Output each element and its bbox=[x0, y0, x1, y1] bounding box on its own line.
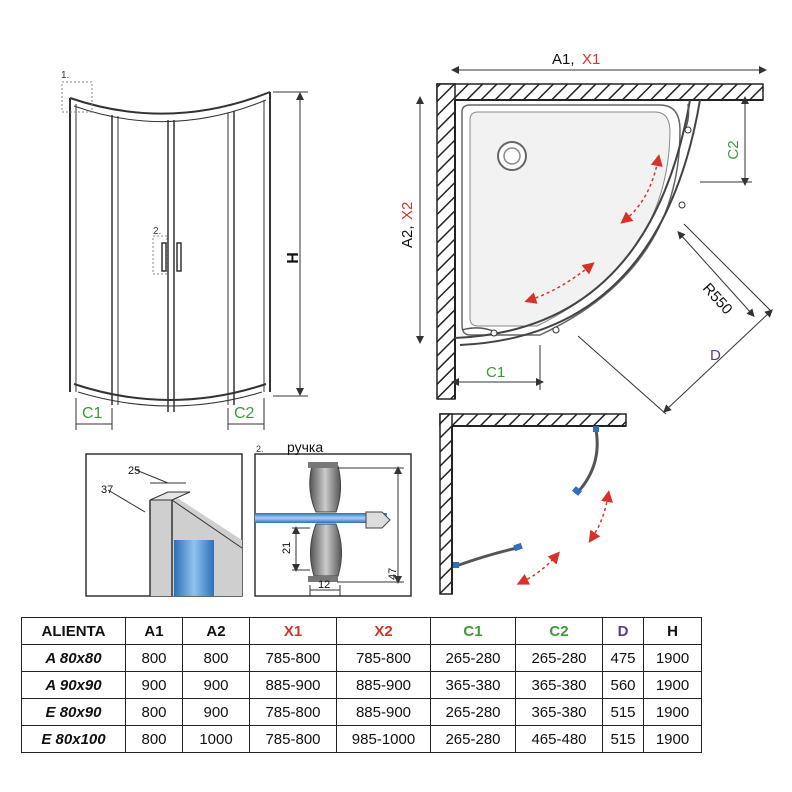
cell-a2: 1000 bbox=[182, 725, 250, 753]
dim-25: 25 bbox=[128, 465, 140, 477]
cell-model: E 80x90 bbox=[21, 698, 126, 726]
cell-a1: 800 bbox=[125, 644, 183, 672]
cell-a2: 900 bbox=[182, 671, 250, 699]
cell-x2: 885-900 bbox=[336, 698, 431, 726]
col-header-c1: C1 bbox=[430, 617, 516, 645]
callout-2: 2. bbox=[153, 226, 161, 237]
dim-21: 21 bbox=[281, 542, 293, 554]
technical-drawing: 1. 2. H C1 C2 A1, X1 bbox=[61, 51, 773, 597]
cell-c2: 465-480 bbox=[515, 725, 603, 753]
cell-c1: 265-280 bbox=[430, 725, 516, 753]
c1-label-plan: C1 bbox=[486, 364, 505, 381]
detail-1-profile: 25 37 bbox=[85, 453, 243, 597]
a2-label: A2, bbox=[399, 225, 416, 248]
c1-label-front: C1 bbox=[82, 405, 103, 422]
col-header-h: H bbox=[643, 617, 702, 645]
table-row: E 80x100 800 1000 785-800 985-1000 265-2… bbox=[21, 725, 702, 753]
dim-47: 47 bbox=[387, 568, 399, 580]
col-header-c2: C2 bbox=[515, 617, 603, 645]
c2-label-plan: C2 bbox=[725, 140, 742, 159]
cell-d: 475 bbox=[602, 644, 644, 672]
cell-d: 560 bbox=[602, 671, 644, 699]
cell-c2: 265-280 bbox=[515, 644, 603, 672]
specs-table-wrap: ALIENTA A1 A2 X1 X2 C1 C2 D H A 80x80 80… bbox=[21, 617, 702, 753]
cell-h: 1900 bbox=[643, 644, 702, 672]
col-header-x2: X2 bbox=[336, 617, 431, 645]
cell-model: A 90x90 bbox=[21, 671, 126, 699]
cell-a2: 900 bbox=[182, 698, 250, 726]
door-handle-right bbox=[176, 242, 182, 272]
specs-table: ALIENTA A1 A2 X1 X2 C1 C2 D H A 80x80 80… bbox=[21, 617, 702, 753]
dim-12: 12 bbox=[318, 579, 330, 591]
cell-x1: 785-800 bbox=[249, 725, 337, 753]
callout-1: 1. bbox=[61, 70, 69, 81]
cell-x2: 985-1000 bbox=[336, 725, 431, 753]
diagonal-label: D bbox=[710, 347, 721, 364]
door-handle-left bbox=[161, 242, 167, 272]
dim-37: 37 bbox=[101, 484, 113, 496]
x2-label: X2 bbox=[399, 202, 416, 220]
cell-h: 1900 bbox=[643, 698, 702, 726]
cell-c2: 365-380 bbox=[515, 671, 603, 699]
col-header-a2: A2 bbox=[182, 617, 250, 645]
cell-model: E 80x100 bbox=[21, 725, 126, 753]
detail-2-marker: 2. bbox=[256, 444, 264, 454]
cell-c1: 265-280 bbox=[430, 698, 516, 726]
col-header-a1: A1 bbox=[125, 617, 183, 645]
cell-h: 1900 bbox=[643, 725, 702, 753]
height-label: H bbox=[285, 252, 302, 264]
open-door-plan bbox=[439, 413, 627, 595]
cell-a1: 800 bbox=[125, 698, 183, 726]
cell-a1: 800 bbox=[125, 725, 183, 753]
table-row: A 80x80 800 800 785-800 785-800 265-280 … bbox=[21, 644, 702, 672]
cell-d: 515 bbox=[602, 725, 644, 753]
detail-2-handle: 2. ручка 47 21 12 bbox=[254, 439, 412, 597]
radius-label: R550 bbox=[699, 280, 736, 318]
table-row: E 80x90 800 900 785-800 885-900 265-280 … bbox=[21, 698, 702, 726]
col-header-d: D bbox=[602, 617, 644, 645]
c2-label-front: C2 bbox=[234, 405, 255, 422]
a1-label: A1, bbox=[552, 51, 575, 68]
cell-c1: 265-280 bbox=[430, 644, 516, 672]
table-row: A 90x90 900 900 885-900 885-900 365-380 … bbox=[21, 671, 702, 699]
cell-h: 1900 bbox=[643, 671, 702, 699]
x1-label: X1 bbox=[582, 51, 600, 68]
handle-label: ручка bbox=[287, 439, 323, 455]
cell-x1: 885-900 bbox=[249, 671, 337, 699]
plan-view: A1, X1 A2, X2 C2 C1 R550 D bbox=[399, 51, 773, 415]
cell-d: 515 bbox=[602, 698, 644, 726]
cell-x2: 785-800 bbox=[336, 644, 431, 672]
cell-x2: 885-900 bbox=[336, 671, 431, 699]
col-header-x1: X1 bbox=[249, 617, 337, 645]
cell-x1: 785-800 bbox=[249, 698, 337, 726]
cell-a2: 800 bbox=[182, 644, 250, 672]
table-header-row: ALIENTA A1 A2 X1 X2 C1 C2 D H bbox=[21, 617, 702, 645]
col-header-model: ALIENTA bbox=[21, 617, 126, 645]
cell-x1: 785-800 bbox=[249, 644, 337, 672]
front-elevation: 1. 2. H C1 C2 bbox=[61, 70, 308, 430]
cell-c1: 365-380 bbox=[430, 671, 516, 699]
cell-a1: 900 bbox=[125, 671, 183, 699]
cell-c2: 365-380 bbox=[515, 698, 603, 726]
cell-model: A 80x80 bbox=[21, 644, 126, 672]
